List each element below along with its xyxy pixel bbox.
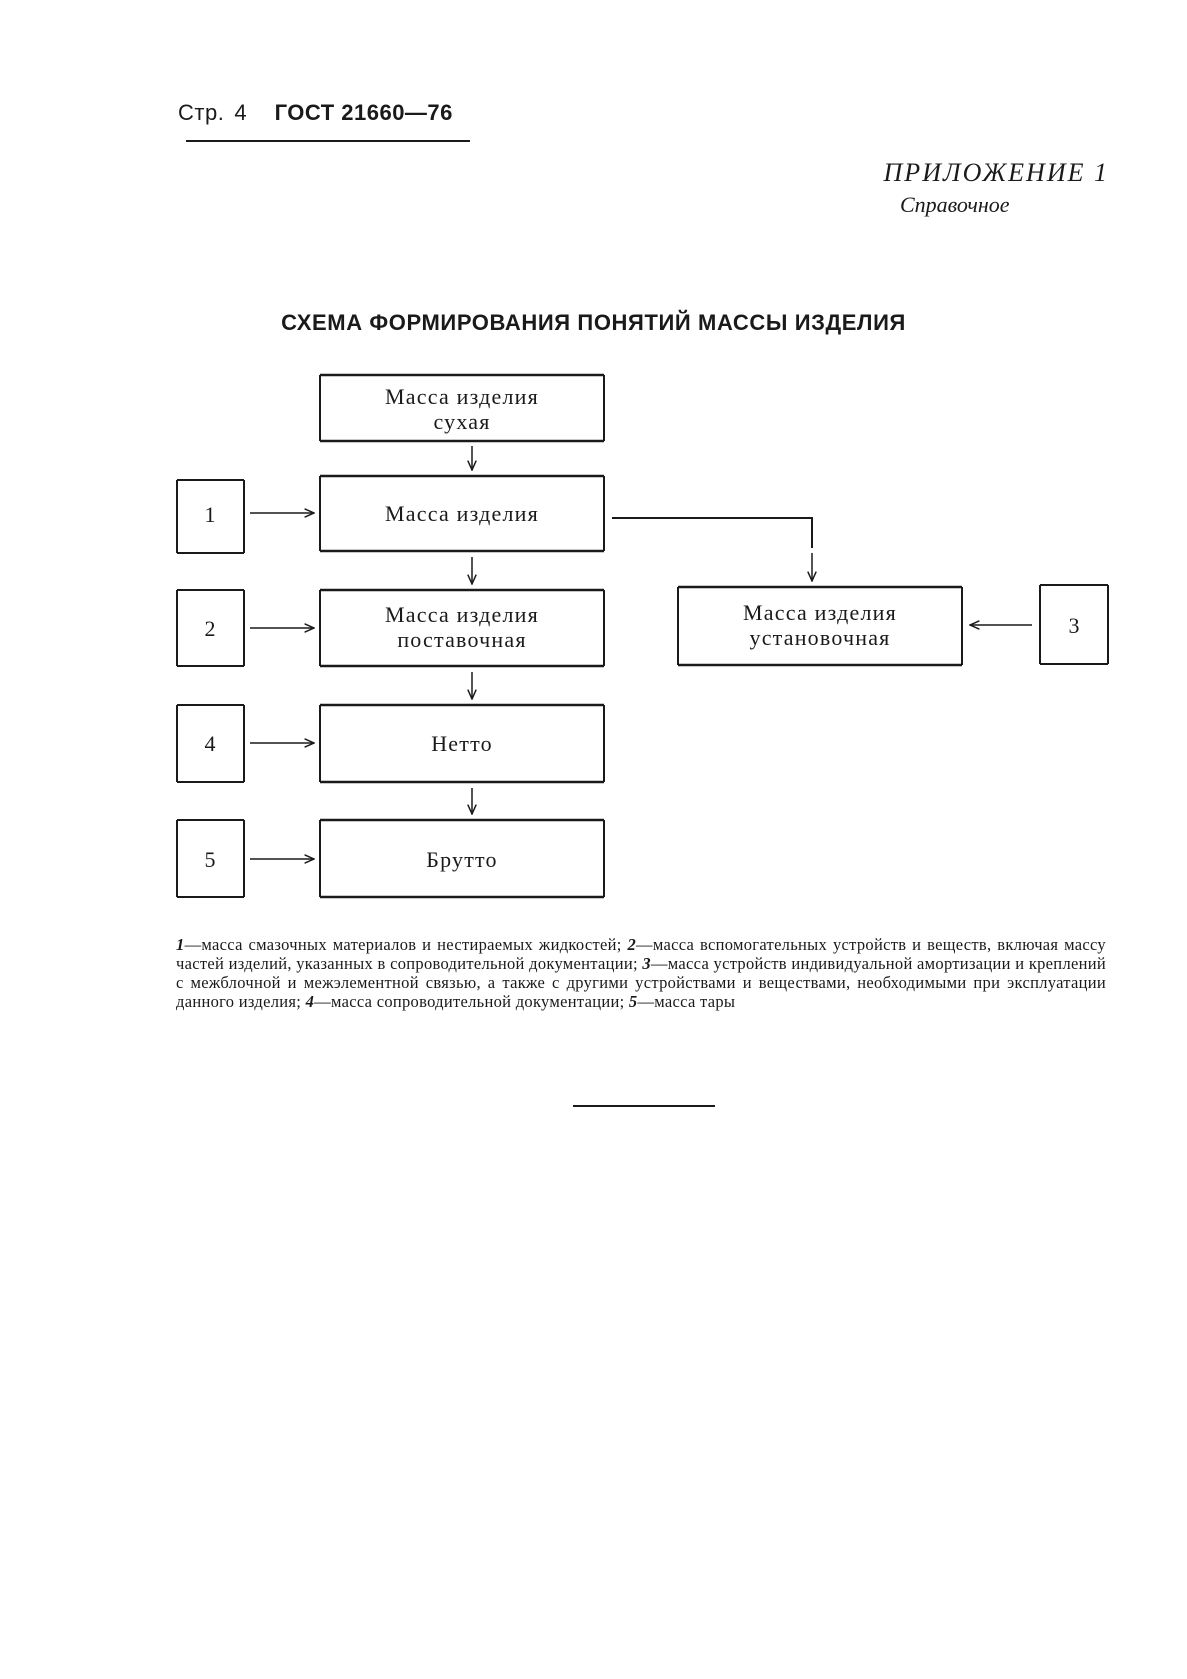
box-brutto <box>319 818 605 899</box>
header-rule <box>186 140 470 142</box>
diagram-legend: 1—масса смазочных материалов и нестираем… <box>176 935 1106 1011</box>
label-dry-mass-line2: сухая <box>433 409 490 434</box>
legend-number-1: 1 <box>176 935 185 954</box>
label-delivery-mass-line2: поставочная <box>397 627 526 652</box>
box-delivery-mass <box>319 588 605 668</box>
connector-mass-to-installation <box>612 517 813 548</box>
label-brutto: Брутто <box>426 847 497 872</box>
end-rule <box>573 1105 715 1107</box>
label-installation-mass-line1: Масса изделия <box>743 600 897 625</box>
label-number-3: 3 <box>1069 613 1080 638</box>
box-mass <box>319 474 605 553</box>
box-netto <box>319 703 605 784</box>
diagram-title: СХЕМА ФОРМИРОВАНИЯ ПОНЯТИЙ МАССЫ ИЗДЕЛИЯ <box>281 310 906 335</box>
appendix-subtitle: Справочное <box>900 192 1010 217</box>
legend-text-5: —масса тары <box>637 992 736 1011</box>
box-number-5 <box>176 819 245 898</box>
label-delivery-mass-line1: Масса изделия <box>385 602 539 627</box>
box-number-2 <box>176 589 245 667</box>
page-label: Стр. <box>178 100 225 125</box>
box-installation-mass <box>677 585 963 667</box>
legend-number-4: 4 <box>305 992 315 1011</box>
page-number: 4 <box>234 100 247 125</box>
label-number-1: 1 <box>205 502 216 527</box>
appendix-title: ПРИЛОЖЕНИЕ 1 <box>883 158 1109 187</box>
legend-text-1: —масса смазочных материалов и нестираемы… <box>184 935 628 954</box>
label-mass: Масса изделия <box>385 501 539 526</box>
page-header: Стр. 4 ГОСТ 21660—76 <box>178 100 453 126</box>
legend-text-4: —масса сопроводительной документации; <box>314 992 629 1011</box>
box-number-1 <box>176 479 245 554</box>
label-number-5: 5 <box>205 847 216 872</box>
label-dry-mass-line1: Масса изделия <box>385 384 539 409</box>
legend-number-5: 5 <box>628 992 638 1011</box>
legend-text-3: —масса устройств индивидуальной амортиза… <box>176 954 1106 1011</box>
label-number-4: 4 <box>205 731 216 756</box>
box-number-3 <box>1039 584 1109 665</box>
label-installation-mass-line2: установочная <box>750 625 891 650</box>
legend-number-3: 3 <box>642 954 651 973</box>
label-number-2: 2 <box>205 616 216 641</box>
label-netto: Нетто <box>431 731 493 756</box>
legend-text-2: —масса вспомогательных устройств и вещес… <box>176 935 1106 973</box>
standard-number: ГОСТ 21660—76 <box>274 100 453 125</box>
box-number-4 <box>176 704 245 783</box>
legend-number-2: 2 <box>627 935 637 954</box>
box-dry-mass <box>319 373 605 443</box>
